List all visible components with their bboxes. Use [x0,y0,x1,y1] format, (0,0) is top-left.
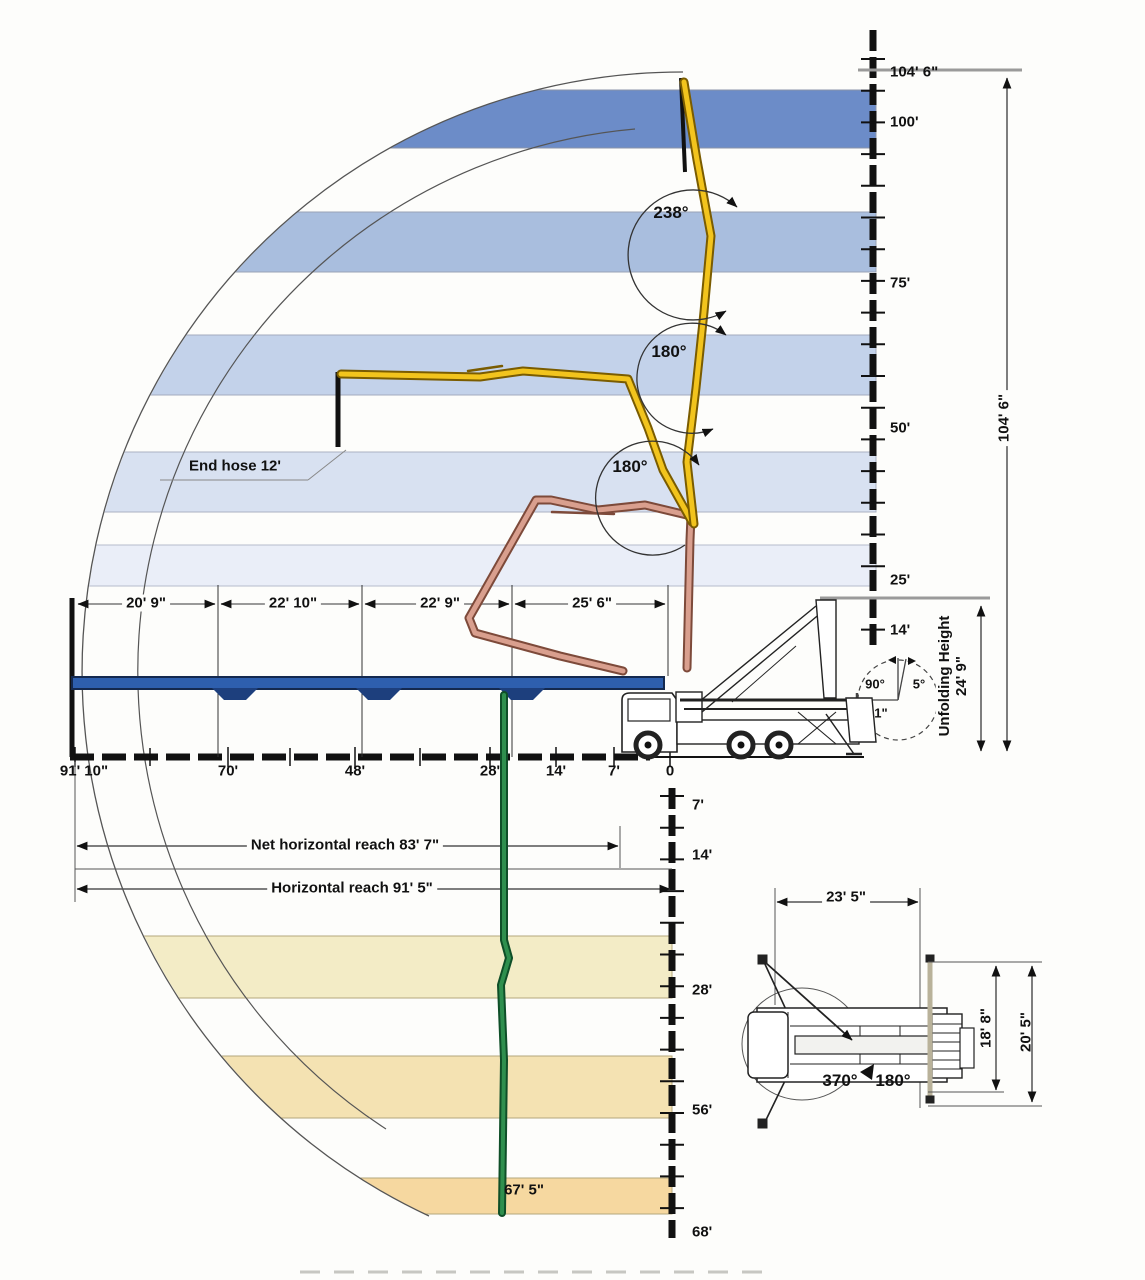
outer-reach-arc [81,71,684,1217]
height-scale-label: 14' [890,621,911,639]
boom-yellow-vertical [679,77,716,529]
unfolding-height-text: Unfolding Height [935,615,953,737]
joint-angle-label: 238° [653,203,689,222]
depth-scale-label: 56' [692,1101,713,1119]
ground-scale-label: 28' [479,762,501,780]
height-scale-label: 75' [890,274,911,292]
ground-scale-label: 91' 10" [59,762,109,780]
section-dim-label: 22' 10" [264,594,322,612]
boom-green [497,691,513,1217]
end-hose-leader [160,449,347,481]
ground-scale-label: 0 [665,762,675,780]
end-hose-label: End hose 12' [189,457,281,475]
height-scale-label: 25' [890,571,911,589]
ground-scale-label: 14' [545,762,567,780]
depth-scale-label: 14' [692,846,713,864]
boom-yellow-horizontal [336,364,697,527]
mast-angle-label: 90° [865,676,885,692]
depth-scale-label: 28' [692,981,713,999]
net-reach-label: Net horizontal reach 83' 7" [246,836,444,854]
height-scale-label: 100' [890,113,919,131]
front-width-label: 23' 5" [822,888,870,906]
section-dim-label: 20' 9" [122,594,170,612]
ground-scale-label: 48' [344,762,366,780]
truck-top-view [741,888,1042,1129]
max-depth-label: 67' 5" [504,1181,544,1199]
horizontal-reach-label: Horizontal reach 91' 5" [267,879,437,897]
ground-scale-label: 7' [608,762,620,780]
mast-angle-label: 5° [912,676,926,692]
truck-side-view [621,599,877,760]
joint-angle-label: 180° [651,342,687,361]
unfolding-height-value: 24' 9" [953,656,970,696]
section-dim-label: 25' 6" [568,594,616,612]
depth-scale-label: 7' [692,796,704,814]
outrigger-span-label: 20' 5" [1017,1012,1035,1052]
mast-offset-label: 1" [874,705,888,721]
slew-half-label: 180° [875,1071,911,1090]
ground-scale-label: 70' [217,762,239,780]
unfolding-height-label: Unfolding Height 24' 9" [935,612,971,740]
boom-horizontal-blue [71,676,665,700]
joint-angle-label: 180° [612,457,648,476]
height-scale-label: 50' [890,419,911,437]
inner-reach-arc [137,128,636,1130]
joint-angle-arcs [594,189,738,556]
section-dim-label: 22' 9" [416,594,464,612]
slew-full-label: 370° [822,1071,858,1090]
total-height-label: 104' 6" [995,389,1013,447]
outrigger-width-label: 18' 8" [977,1008,995,1048]
height-scale-label: 104' 6" [890,63,939,81]
depth-scale-label: 68' [692,1223,713,1241]
